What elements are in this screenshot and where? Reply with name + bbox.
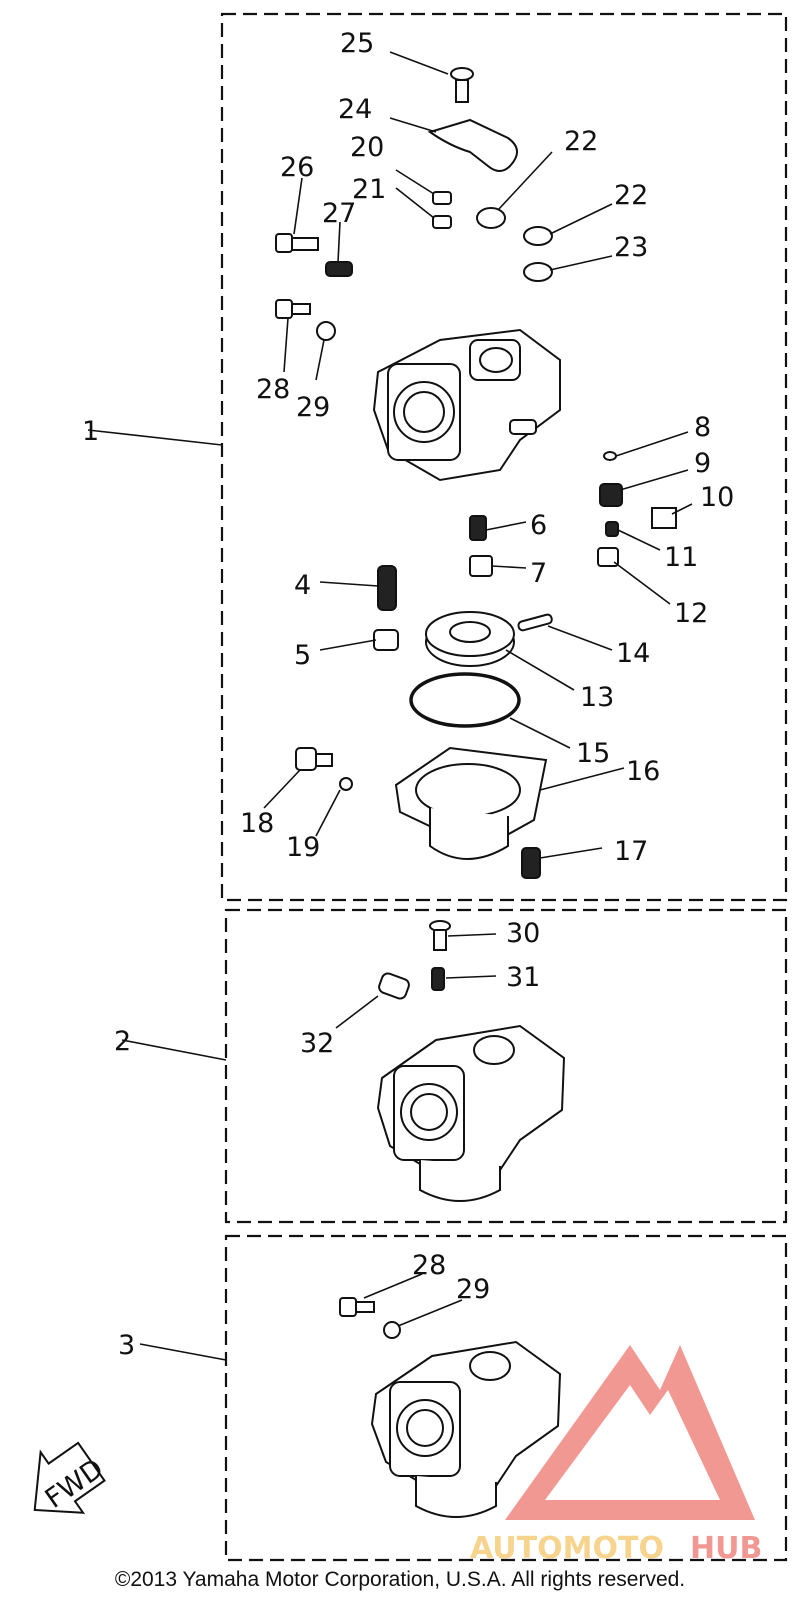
carburetor-body-1 [372,328,561,482]
part-screw-30 [429,920,451,951]
assembly-box-2 [224,908,788,1224]
callout-27: 27 [322,198,356,229]
part-22-cap-b [523,226,553,246]
part-washer-29-b [383,1321,401,1339]
callout-22-b: 22 [614,180,648,211]
callout-29: 29 [296,392,330,423]
part-drain-17 [521,847,541,879]
callout-11: 11 [664,542,698,573]
part-screw-26 [275,233,319,253]
carburetor-body-2 [376,1024,566,1202]
part-gasket-15 [409,672,521,728]
part-20 [432,191,452,205]
part-float-13 [425,611,515,667]
callout-14: 14 [616,638,650,669]
callout-4: 4 [294,570,311,601]
callout-9: 9 [694,448,711,479]
callout-13: 13 [580,682,614,713]
callout-16: 16 [626,756,660,787]
part-holder-9 [599,483,623,507]
callout-8: 8 [694,412,711,443]
part-spring-31 [431,967,445,991]
callout-29-b: 29 [456,1274,490,1305]
part-23-cap [523,262,553,282]
fwd-arrow: FWD [33,1441,109,1515]
part-plate-24 [427,118,518,172]
callout-31: 31 [506,962,540,993]
part-plug-12 [597,547,619,567]
part-float-bowl-16 [394,746,548,860]
assembly-box-3 [224,1234,788,1562]
part-clip-10 [651,507,677,529]
part-jet-6 [469,515,487,541]
callout-26: 26 [280,152,314,183]
callout-7: 7 [530,558,547,589]
part-plug-5 [373,629,399,651]
callout-18: 18 [240,808,274,839]
part-jet-11 [605,521,619,537]
assembly-box-1 [220,12,788,902]
callout-17: 17 [614,836,648,867]
callout-19: 19 [286,832,320,863]
callout-20: 20 [350,132,384,163]
part-screw-18 [295,747,333,771]
callout-6: 6 [530,510,547,541]
part-screw-28-b [339,1297,375,1317]
part-spring-27 [325,261,353,277]
callout-2: 2 [114,1026,131,1057]
part-screw-28 [275,299,311,319]
part-nozzle-4 [377,565,397,611]
part-cap-32 [378,972,410,1000]
callout-28-b: 28 [412,1250,446,1281]
part-pin-14 [517,613,553,632]
callout-32: 32 [300,1028,334,1059]
carburetor-body-3 [370,1340,562,1518]
callout-28: 28 [256,374,290,405]
callout-24: 24 [338,94,372,125]
part-plug-7 [469,555,493,577]
callout-25: 25 [340,28,374,59]
part-screw-25 [450,67,474,103]
callout-21: 21 [352,174,386,205]
part-oring-19 [339,777,353,791]
callout-22: 22 [564,126,598,157]
watermark-text-automoto: AUTOMOTO [470,1531,664,1566]
callout-12: 12 [674,598,708,629]
watermark-logo: AUTOMOTO HUB [470,1345,762,1566]
callout-5: 5 [294,640,311,671]
callout-15: 15 [576,738,610,769]
watermark-text-hub: HUB [690,1531,762,1566]
callout-1: 1 [82,416,99,447]
part-ring-8 [603,451,617,461]
callout-numbers: 25 24 20 22 21 22 23 26 27 28 29 8 9 10 … [82,28,734,1361]
callout-30: 30 [506,918,540,949]
part-22-cap-a [476,207,506,229]
callout-23: 23 [614,232,648,263]
callout-10: 10 [700,482,734,513]
callout-3: 3 [118,1330,135,1361]
part-washer-29 [316,321,336,341]
copyright-notice: ©2013 Yamaha Motor Corporation, U.S.A. A… [114,1568,686,1591]
part-21 [432,215,452,229]
leader-lines [87,51,693,1361]
